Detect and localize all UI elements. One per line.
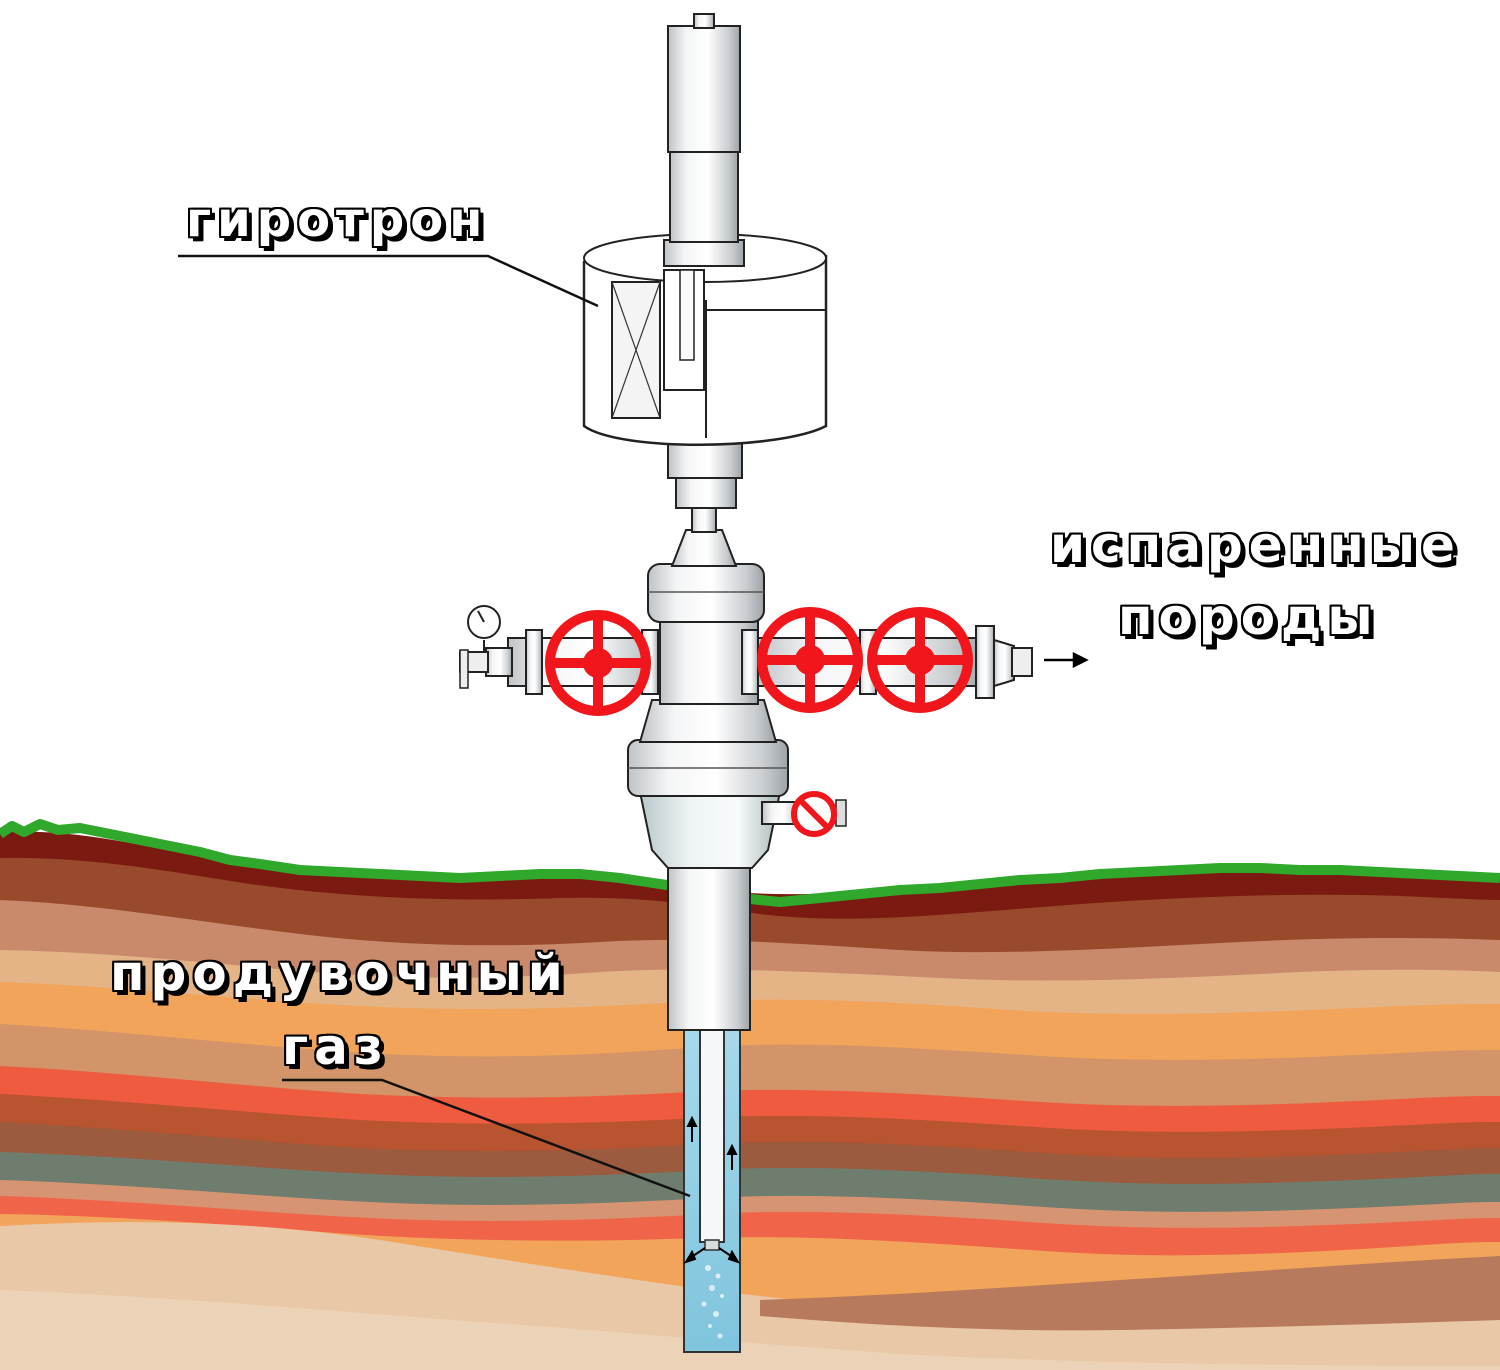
borehole xyxy=(683,1029,741,1353)
surface-casing xyxy=(667,865,751,1031)
purge-gas-label-line1: продувочный xyxy=(110,944,569,1002)
soil-layer-light-sand xyxy=(0,1290,1500,1370)
tube-cap xyxy=(693,13,715,29)
valve-wheel-icon xyxy=(757,607,863,713)
top-cone xyxy=(670,529,738,567)
grass-line xyxy=(0,819,1500,907)
soil-layers xyxy=(0,831,1500,1370)
flow-arrows-up xyxy=(686,1115,738,1170)
gyrotron-label: гиротрон xyxy=(186,192,489,248)
waveguide-coupler xyxy=(675,475,737,509)
vaporized-rocks-label-line1: испаренные xyxy=(1050,516,1461,574)
arrow-right-icon xyxy=(1044,651,1089,669)
spool-lower xyxy=(638,699,778,743)
inner-pipe xyxy=(699,1029,725,1243)
upper-flange xyxy=(647,563,765,623)
vaporized-rocks-label-line2: породы xyxy=(1118,588,1379,646)
purge-gas-label-line2: газ xyxy=(282,1018,389,1076)
flange-ring xyxy=(663,239,745,267)
pipe-nozzle xyxy=(704,1239,720,1251)
leader-lines xyxy=(178,254,691,1198)
top-adapter xyxy=(691,505,717,533)
valve-wheel-icon xyxy=(545,610,651,716)
pressure-gauge-icon xyxy=(467,605,501,639)
tube-top xyxy=(667,25,741,153)
left-wing xyxy=(459,629,661,695)
soil-layer-brown-deep xyxy=(760,1256,1500,1331)
bubbles xyxy=(701,1265,724,1339)
gyrotron-unit xyxy=(582,13,828,509)
valve-wheel-icon xyxy=(867,607,973,713)
no-entry-icon xyxy=(791,791,837,837)
tube-upper xyxy=(669,149,739,243)
lower-cone xyxy=(638,791,782,869)
flow-arrows-out xyxy=(683,1247,741,1264)
